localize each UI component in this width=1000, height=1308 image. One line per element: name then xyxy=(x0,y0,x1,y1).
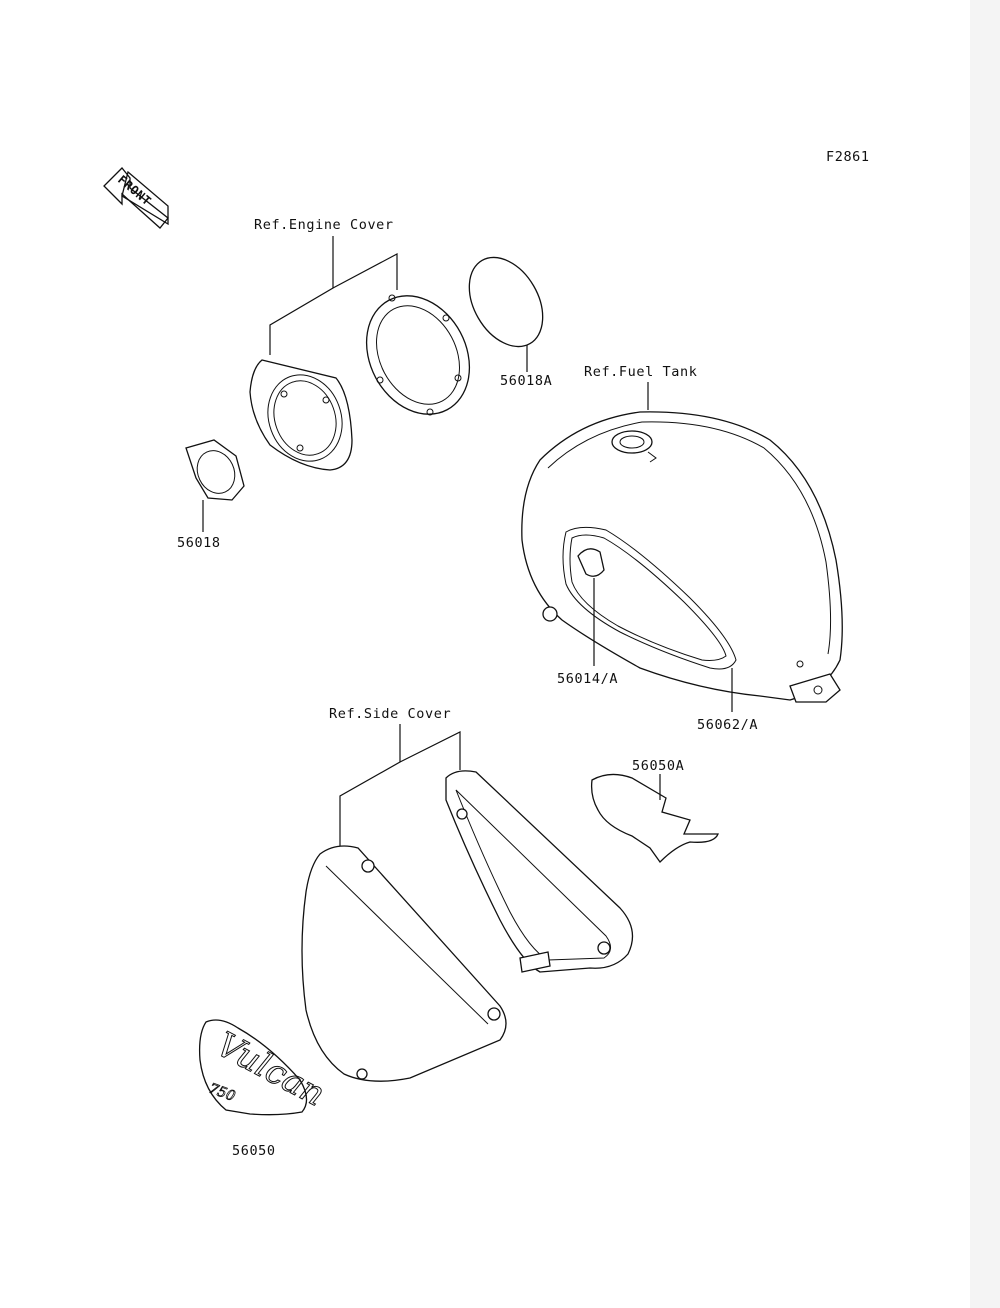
front-arrow-icon: FRONT xyxy=(103,167,169,229)
part-56018A-label: 56018A xyxy=(500,373,552,389)
emblem-56018 xyxy=(185,439,245,501)
vulcan-emblem-56050: Vulcan 750 xyxy=(198,1019,332,1116)
ref-side-cover-label: Ref.Side Cover xyxy=(329,706,451,722)
side-cover-leader-2 xyxy=(399,731,461,770)
figure-code: F2861 xyxy=(826,149,870,165)
engine-cover-plate xyxy=(249,359,353,471)
decal-56050A xyxy=(590,773,719,864)
engine-cover-leader-2 xyxy=(332,253,398,290)
part-56050A-label: 56050A xyxy=(632,758,684,774)
part-56050-label: 56050 xyxy=(232,1143,276,1159)
engine-cover-leader xyxy=(269,236,334,355)
part-56014A-label: 56014/A xyxy=(557,671,618,687)
page-edge xyxy=(970,0,1000,1308)
engine-cover-gasket xyxy=(365,294,471,416)
side-cover-outer xyxy=(301,845,507,1082)
part-56018-label: 56018 xyxy=(177,535,221,551)
part-56062A-label: 56062/A xyxy=(697,717,758,733)
ring-56018A xyxy=(468,256,544,348)
ref-engine-cover-label: Ref.Engine Cover xyxy=(254,217,394,233)
side-cover-inner xyxy=(445,770,634,973)
side-cover-leader xyxy=(339,724,401,846)
fuel-tank xyxy=(521,411,843,703)
ref-fuel-tank-label: Ref.Fuel Tank xyxy=(584,364,697,380)
